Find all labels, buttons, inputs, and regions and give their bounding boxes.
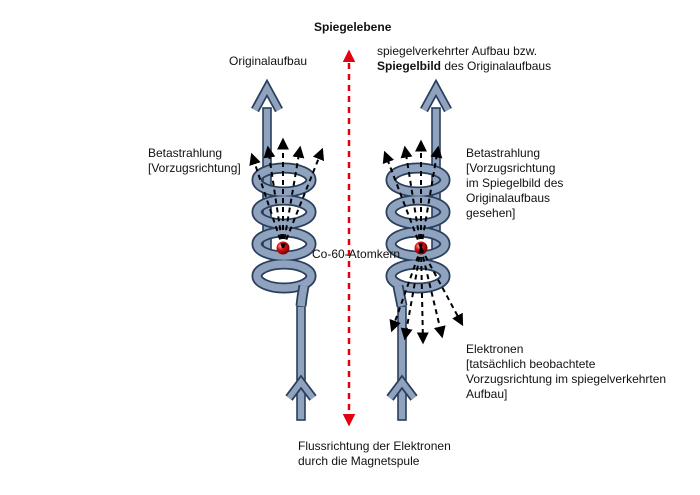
mirrored-setup-label-line2: Spiegelbild des Originalaufbaus	[377, 59, 551, 74]
current-line1: Flussrichtung der Elektronen	[298, 439, 451, 453]
right-beta-arrows-up	[382, 139, 443, 249]
mirrored-coil-assembly	[382, 78, 464, 421]
electrons-line1: Elektronen	[466, 342, 524, 356]
mirrored-setup-bold: Spiegelbild	[377, 59, 442, 73]
beta-right-line5: gesehen]	[466, 206, 516, 220]
beta-right-line2: [Vorzugsrichtung	[466, 161, 556, 175]
mirror-plane-label: Spiegelebene	[314, 20, 392, 34]
mirrored-setup-label: spiegelverkehrter Aufbau bzw. Spiegelbil…	[377, 44, 551, 74]
electrons-line4: Aufbau]	[466, 387, 508, 401]
nucleus-label: Co-60-Atomkern	[312, 247, 401, 261]
beta-right-line3: im Spiegelbild des	[466, 176, 564, 190]
beta-left-line1: Betastrahlung	[148, 146, 223, 160]
original-setup-label: Originalaufbau	[229, 54, 308, 68]
mirrored-setup-rest: des Originalaufbaus	[444, 59, 552, 73]
left-wire-lower-arrow	[285, 305, 317, 421]
mirrored-setup-label-line1: spiegelverkehrter Aufbau bzw.	[377, 44, 538, 58]
current-line2: durch die Magnetspule	[298, 454, 420, 468]
right-wire-lower-arrow	[386, 305, 418, 421]
beta-right-line4: Originalaufbaus	[466, 191, 551, 205]
left-beta-arrows	[249, 137, 325, 249]
original-coil-assembly	[249, 78, 325, 421]
beta-left-line2: [Vorzugsrichtung]	[148, 161, 241, 175]
right-coil	[385, 162, 451, 308]
beta-left-label: Betastrahlung [Vorzugsrichtung]	[148, 146, 241, 176]
electrons-line3: Vorzugsrichtung im spiegelverkehrten	[466, 372, 667, 386]
beta-right-label: Betastrahlung [Vorzugsrichtung im Spiege…	[466, 146, 563, 221]
electrons-line2: [tatsächlich beobachtete	[466, 357, 596, 371]
current-direction-label: Flussrichtung der Elektronen durch die M…	[298, 439, 451, 469]
electrons-label: Elektronen [tatsächlich beobachtete Vorz…	[466, 342, 666, 402]
right-electron-arrows-down	[389, 247, 464, 345]
beta-right-line1: Betastrahlung	[466, 146, 541, 160]
